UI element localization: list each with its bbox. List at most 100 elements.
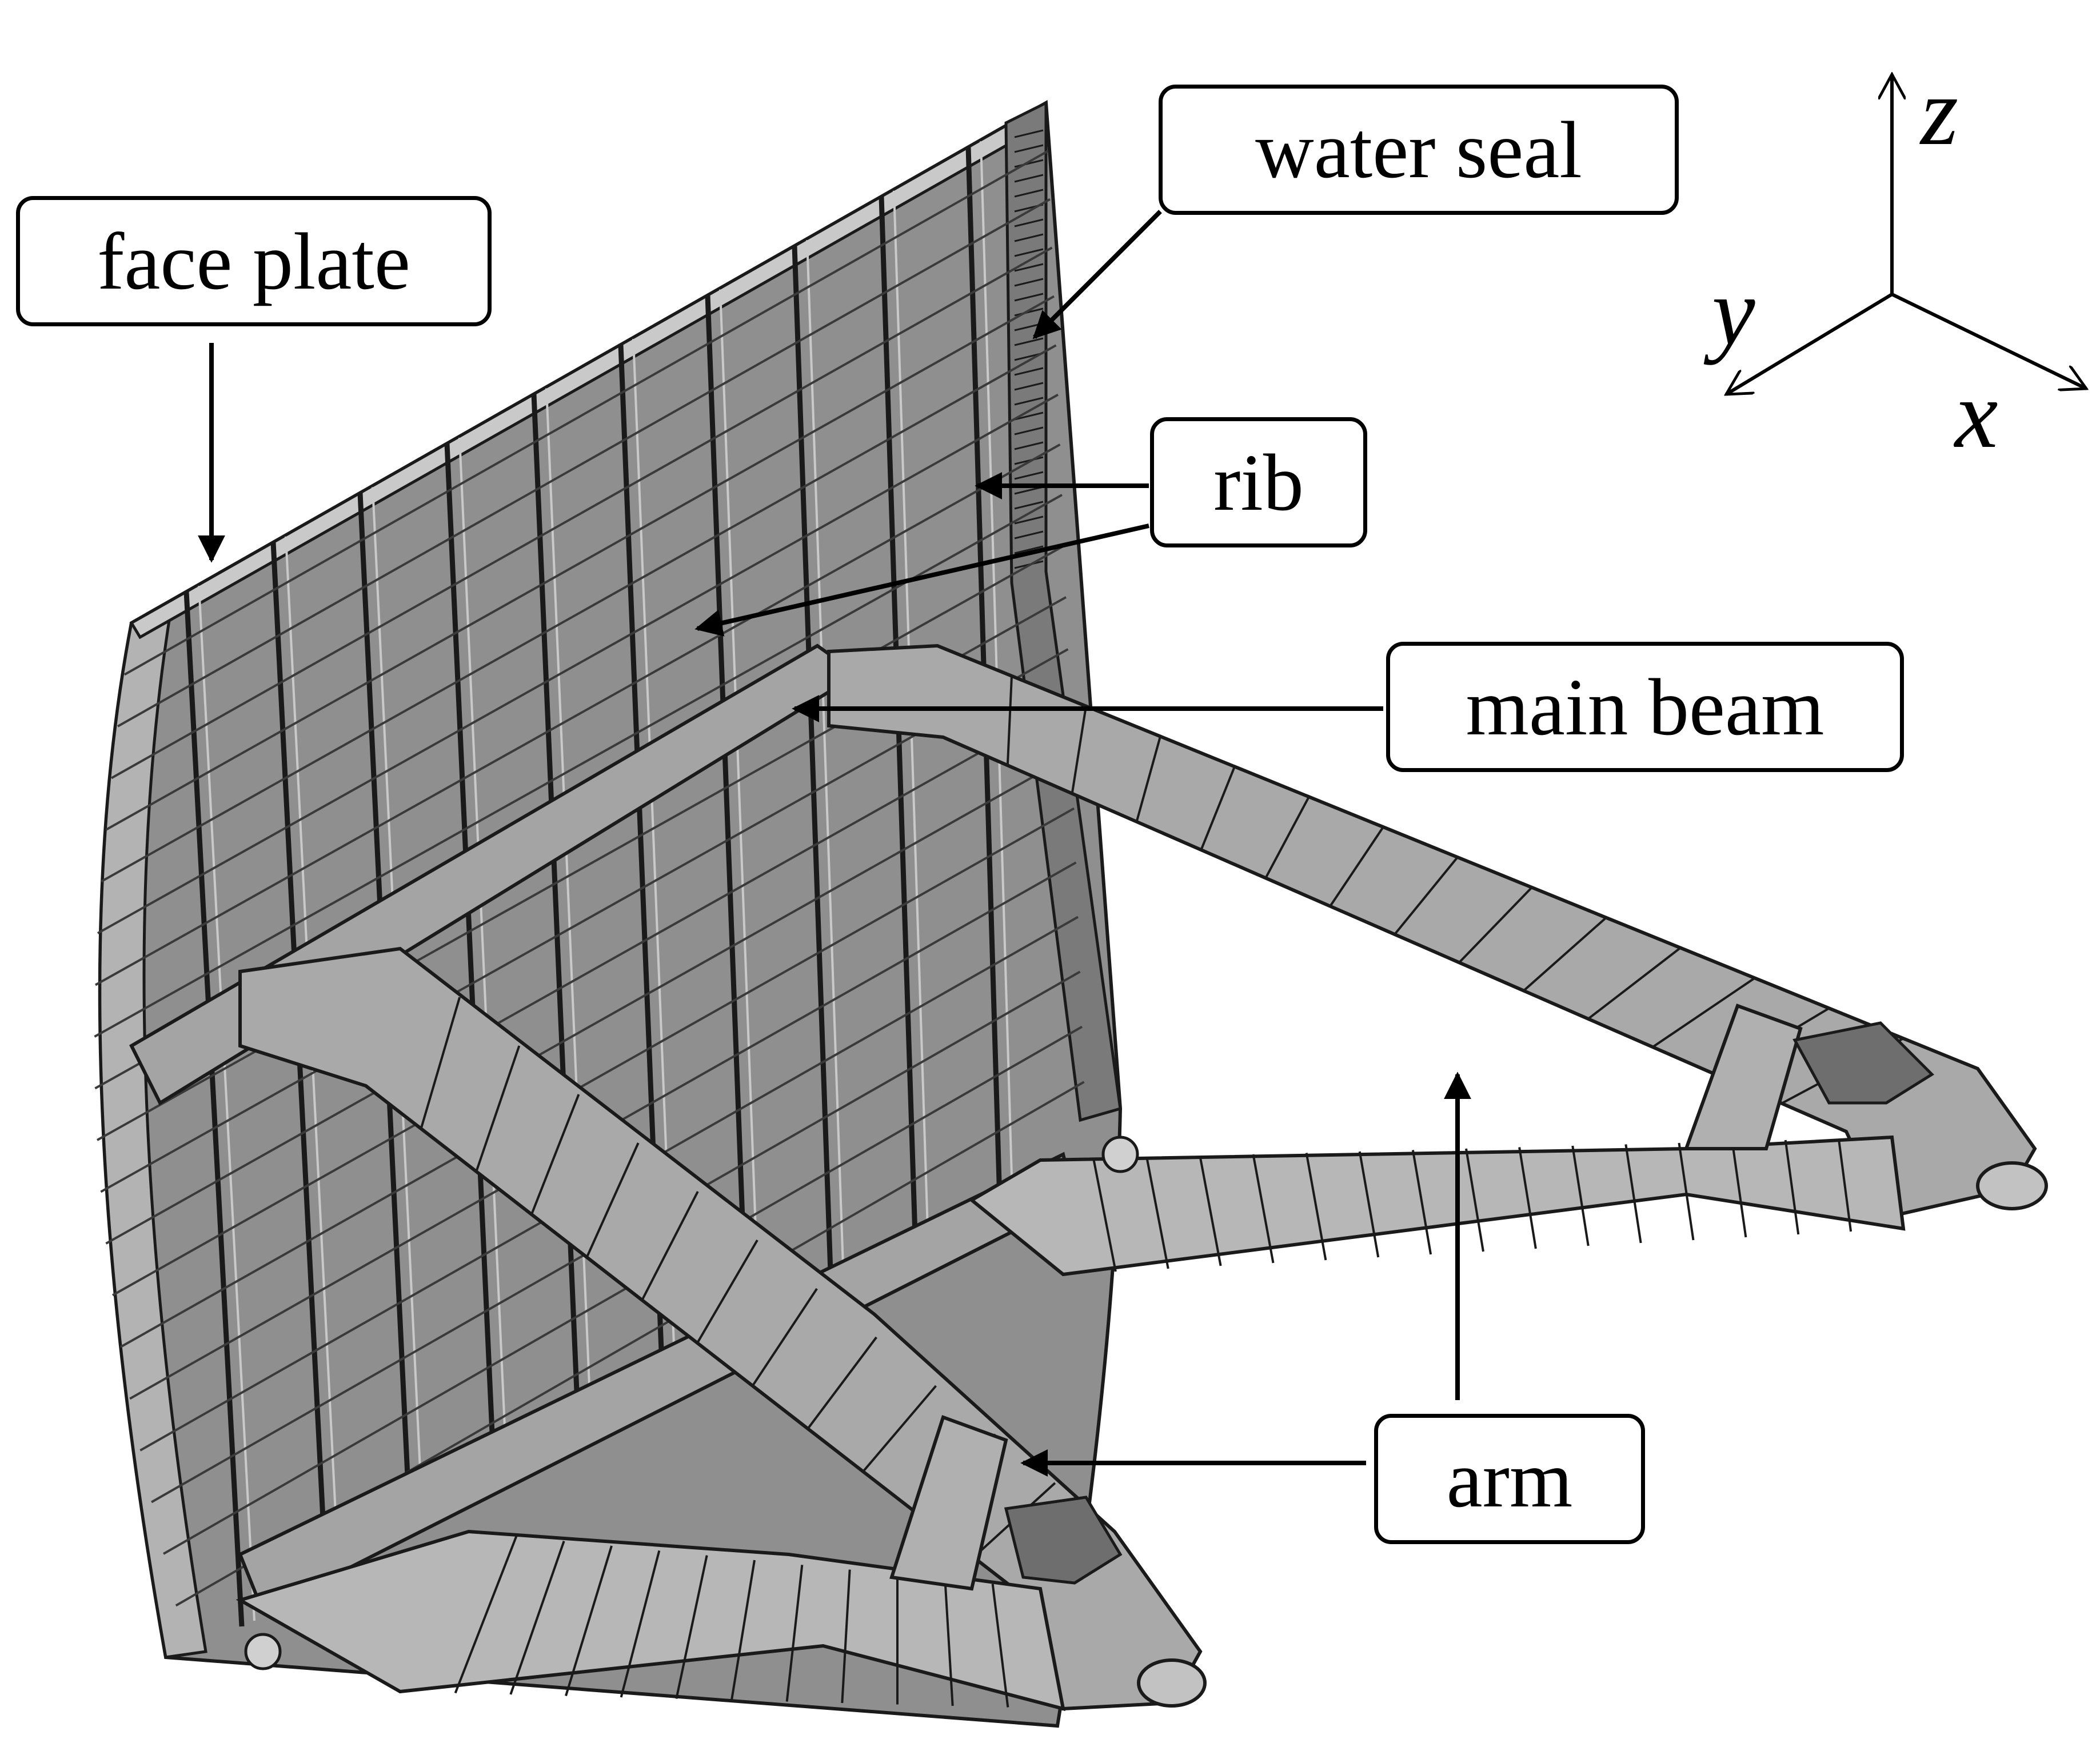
- rib-flange-line: [458, 437, 508, 1474]
- segment-line: [475, 1045, 521, 1172]
- arm-label: arm: [1374, 1414, 1645, 1544]
- segment-line: [1071, 706, 1087, 794]
- segment-line: [1200, 766, 1236, 850]
- seal-tick: [1014, 248, 1044, 257]
- segment-line: [1587, 946, 1682, 1020]
- segment-line: [620, 1550, 661, 1698]
- seal-tick: [1014, 397, 1044, 406]
- x-axis-label: x: [1955, 361, 1998, 468]
- segment-line: [1411, 1150, 1432, 1255]
- rib-flange-line: [980, 141, 1013, 1181]
- seal-tick: [1014, 337, 1044, 346]
- seal-tick: [1014, 233, 1044, 242]
- rib-flange-line: [719, 289, 761, 1328]
- segment-line: [1731, 1141, 1747, 1238]
- seal-tick: [1014, 159, 1044, 168]
- seal-tick: [1014, 471, 1044, 480]
- segment-line: [862, 1385, 937, 1473]
- girder-line: [120, 807, 1075, 1348]
- x-axis-line: [1891, 293, 2086, 389]
- lower-brace-arm: [235, 1529, 1065, 1712]
- seal-tick: [1014, 218, 1044, 227]
- segment-line: [675, 1555, 708, 1699]
- girder-line: [123, 150, 1049, 676]
- segment-line: [730, 1560, 756, 1701]
- segment-line: [1523, 917, 1607, 992]
- seal-tick: [1014, 441, 1044, 450]
- seal-tick: [1014, 456, 1044, 465]
- segment-line: [1652, 977, 1756, 1048]
- seal-tick: [1014, 515, 1044, 525]
- segment-line: [420, 997, 461, 1129]
- seal-tick: [1014, 144, 1044, 153]
- segment-line: [509, 1541, 565, 1695]
- girder-line: [100, 648, 1069, 1193]
- segment-line: [1329, 826, 1384, 907]
- segment-line: [1264, 796, 1310, 879]
- segment-line: [1252, 1154, 1275, 1264]
- seal-tick: [1014, 174, 1044, 183]
- segment-line: [1678, 1142, 1695, 1241]
- seal-tick: [1014, 367, 1044, 376]
- girder-line: [163, 1025, 1083, 1555]
- lower-strut: [889, 1415, 1008, 1591]
- rib-flange-line: [806, 240, 845, 1279]
- seal-tick: [1014, 426, 1044, 435]
- rib-line: [531, 394, 581, 1432]
- y-axis-line: [1726, 293, 1893, 394]
- seal-tick: [1014, 189, 1044, 198]
- segment-line: [1624, 1144, 1642, 1244]
- seal-tick: [1014, 545, 1044, 554]
- segment-line: [641, 1191, 699, 1301]
- seal-tick: [1014, 293, 1044, 302]
- segment-line: [1837, 1138, 1853, 1232]
- segment-line: [785, 1565, 804, 1702]
- segment-line: [1199, 1156, 1222, 1266]
- lower-brace-segments: [454, 1536, 1009, 1708]
- axis-triad: [1726, 74, 2086, 394]
- hinge-upper: [1101, 1136, 1139, 1173]
- segment-line: [454, 1536, 518, 1694]
- segment-line: [841, 1569, 851, 1704]
- girder-line: [112, 754, 1073, 1297]
- seal-tick: [1014, 501, 1044, 510]
- seal-tick: [1014, 263, 1044, 272]
- rib-line: [183, 591, 245, 1627]
- segment-line: [807, 1336, 877, 1430]
- segment-line: [1571, 1145, 1590, 1246]
- segment-line: [565, 1545, 613, 1697]
- y-axis-label: y: [1712, 258, 1755, 365]
- segment-line: [1135, 736, 1161, 822]
- segment-line: [944, 1579, 954, 1706]
- segment-line: [585, 1142, 640, 1258]
- girder-line: [105, 701, 1071, 1245]
- rib-line: [705, 295, 749, 1334]
- segment-line: [1145, 1157, 1169, 1269]
- upper-pivot-block: [1792, 1021, 1934, 1105]
- lower-trunnion: [1137, 1658, 1207, 1708]
- segment-line: [1305, 1153, 1327, 1261]
- upper-strut: [1683, 1004, 1803, 1150]
- main-beam-label: main beam: [1386, 642, 1904, 772]
- segment-line: [1465, 1148, 1484, 1252]
- segment-line: [696, 1239, 758, 1344]
- segment-line: [1358, 1151, 1380, 1258]
- girder-line: [94, 494, 1063, 1038]
- upper-trunnion: [1976, 1161, 2048, 1210]
- seal-tick: [1014, 307, 1044, 317]
- rib-label: rib: [1150, 417, 1367, 547]
- water-seal-label: water seal: [1159, 85, 1679, 215]
- segment-line: [1518, 1147, 1537, 1249]
- water-seal-arrow: [1032, 210, 1162, 339]
- seal-tick: [1014, 411, 1044, 421]
- girder-line: [95, 443, 1061, 986]
- seal-tick: [1014, 129, 1044, 138]
- girder-line: [117, 198, 1051, 727]
- segment-line: [751, 1288, 818, 1387]
- lower-pivot-block: [1004, 1496, 1123, 1585]
- segment-line: [1458, 886, 1533, 964]
- z-axis-label: z: [1921, 58, 1959, 165]
- girder-line: [105, 295, 1055, 831]
